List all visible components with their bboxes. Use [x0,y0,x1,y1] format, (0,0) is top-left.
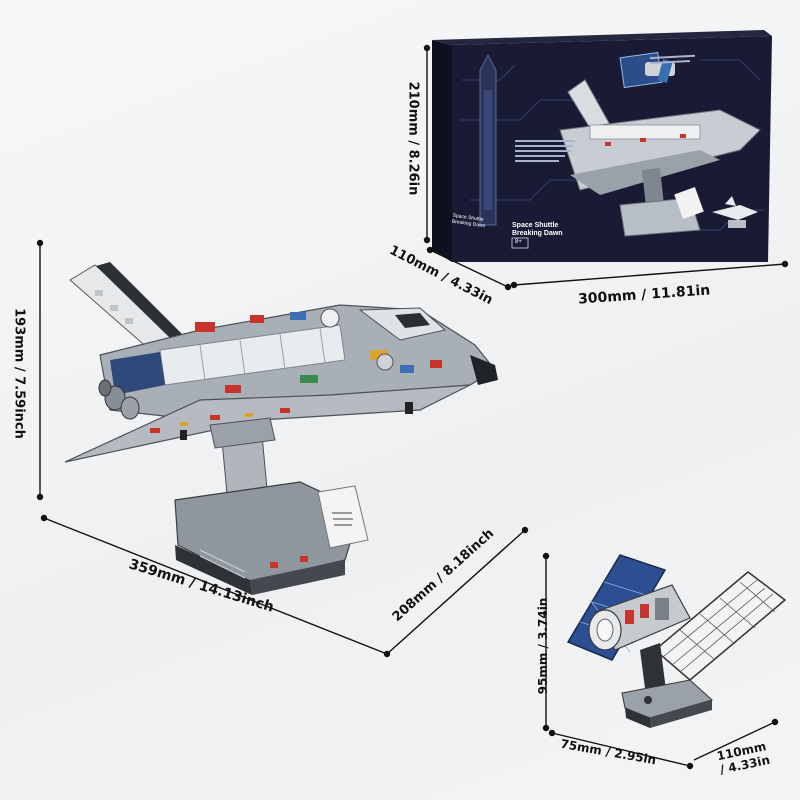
box-small-shuttle [712,196,758,228]
shuttle-payload-bay [159,324,346,386]
shuttle-height-label: 193mm / 7.59inch [11,308,27,439]
box-telescope-inset [619,51,675,89]
box-age-label: 8+ [515,239,522,245]
shuttle-engines [98,379,140,420]
shuttle-internal-parts [195,308,442,393]
box-title-line2: Breaking Dawn [512,230,563,237]
telescope-stand [640,643,666,696]
box-shuttle-image [559,79,761,237]
telescope-right-solar-panel [653,571,787,681]
telescope-model [566,554,787,728]
dimension-lines [36,44,789,770]
box-title: Space Shuttle Breaking Dawn [512,222,563,238]
box-height-label: 210mm / 8.26in [405,81,421,196]
age-badge-frame [511,237,529,249]
shuttle-landing-gear [180,402,413,440]
box-description-text [515,54,696,162]
telescope-height-label: 95mm / 3.74in [536,597,550,695]
box-side-face [432,40,452,262]
space-shuttle-model [64,262,498,595]
product-box [432,30,772,262]
shuttle-info-plaque [317,485,369,549]
shuttle-nose [470,355,498,385]
box-rocket-graphic [479,53,497,226]
box-top-face [432,30,772,45]
box-title-line1: Space Shuttle [512,222,559,229]
